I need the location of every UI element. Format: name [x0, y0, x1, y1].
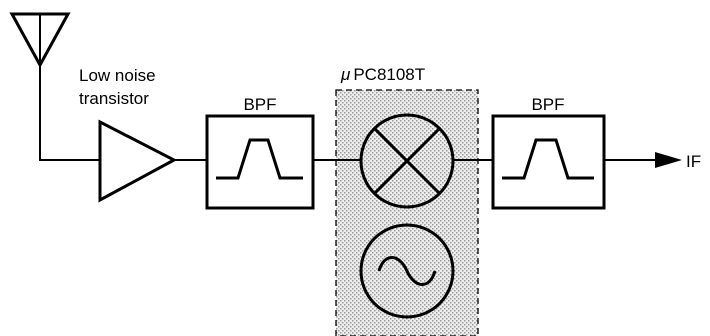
bandpass-filter-icon [205, 114, 315, 210]
mixer-cross-circle-icon [359, 113, 455, 209]
ic-name-text: PC8108T [353, 65, 425, 84]
bandpass-filter-icon [491, 114, 606, 210]
lna-label-line1: Low noise [79, 66, 156, 85]
amplifier-triangle-icon [98, 119, 178, 203]
lna-label-line2: transistor [79, 89, 149, 108]
oscillator-sine-circle-icon [359, 223, 455, 319]
arrow-right-icon [604, 152, 682, 168]
ic-name-prefix: μ [340, 65, 351, 84]
bpf-output-label: BPF [531, 95, 564, 114]
if-output-label: IF [686, 152, 701, 171]
signal-line-antenna-to-amplifier [39, 14, 100, 161]
bpf-input-label: BPF [243, 95, 276, 114]
